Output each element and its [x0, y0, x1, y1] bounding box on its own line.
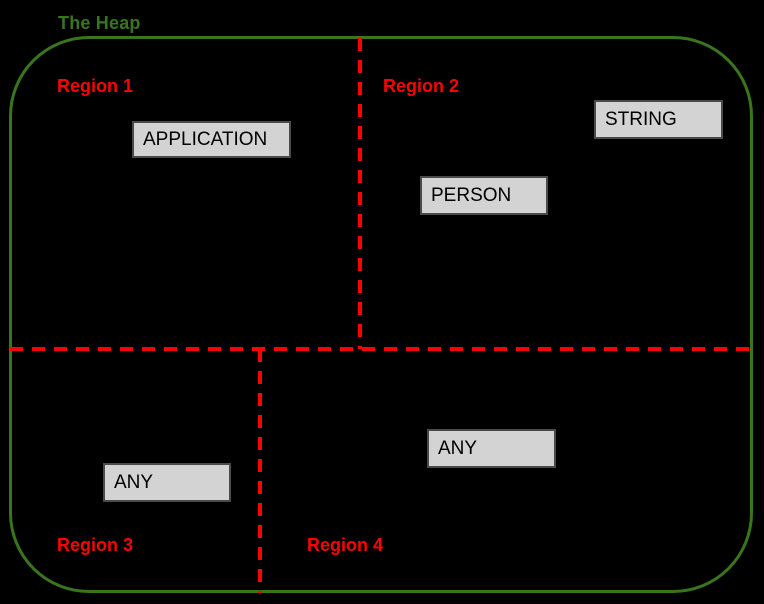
object-box-string: STRING [594, 100, 723, 139]
object-box-any-region3: ANY [103, 463, 231, 502]
region-4-label: Region 4 [307, 535, 384, 555]
region-divider-vertical-bottom [258, 349, 262, 593]
heap-boundary-outline [9, 36, 753, 593]
object-box-application: APPLICATION [132, 121, 291, 158]
region-1-label: Region 1 [57, 76, 134, 96]
region-2-label: Region 2 [383, 76, 460, 96]
object-box-any-region4: ANY [427, 429, 556, 468]
region-divider-vertical-top [358, 38, 362, 349]
object-box-person: PERSON [420, 176, 548, 215]
heap-title: The Heap [58, 13, 141, 33]
region-3-label: Region 3 [57, 535, 134, 555]
region-divider-horizontal [10, 347, 753, 351]
